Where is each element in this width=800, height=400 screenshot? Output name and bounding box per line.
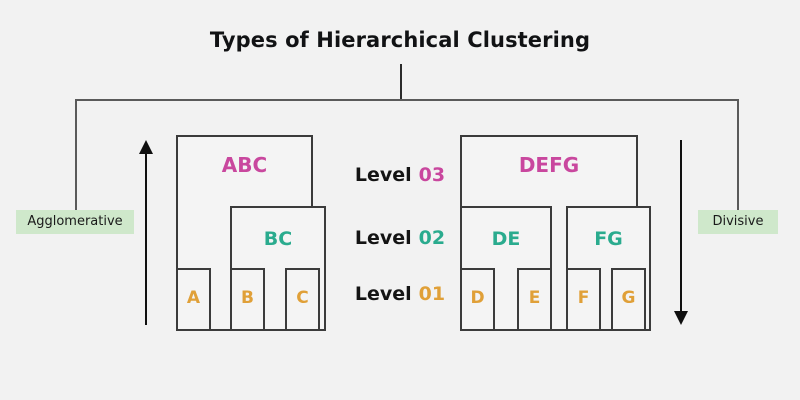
level-word-03: Level [354, 164, 412, 186]
level-row-01: Level 01 [328, 283, 472, 305]
leaf-label-g: G [621, 288, 636, 308]
bracket-right-drop [737, 99, 739, 211]
level-word-02: Level [354, 227, 412, 249]
bracket-left-drop [75, 99, 77, 211]
cluster-label-abc: ABC [221, 153, 268, 177]
level-row-03: Level 03 [328, 164, 472, 186]
leaf-box-a: A [176, 268, 211, 331]
leaf-label-f: F [577, 288, 590, 308]
leaf-label-d: D [470, 288, 485, 308]
leaf-box-b: B [230, 268, 265, 331]
level-row-02: Level 02 [328, 227, 472, 249]
cluster-label-defg: DEFG [518, 153, 580, 177]
leaf-label-a: A [186, 288, 201, 308]
level-number-03: 03 [418, 164, 446, 186]
level-number-01: 01 [418, 283, 446, 305]
level-word-01: Level [354, 283, 412, 305]
page-title: Types of Hierarchical Clustering [209, 28, 591, 52]
leaf-label-c: C [296, 288, 309, 308]
agglomerative-label: Agglomerative [16, 210, 134, 234]
level-number-02: 02 [418, 227, 446, 249]
leaf-label-e: E [528, 288, 541, 308]
divisive-arrow-head [674, 311, 688, 325]
bracket-horizontal [75, 99, 739, 101]
leaf-box-d: D [460, 268, 495, 331]
leaf-box-g: G [611, 268, 646, 331]
divisive-label: Divisive [698, 210, 778, 234]
leaf-box-e: E [517, 268, 552, 331]
leaf-label-b: B [241, 288, 254, 308]
bracket-stem [400, 64, 402, 100]
divisive-arrow-line [680, 140, 682, 313]
leaf-box-f: F [566, 268, 601, 331]
cluster-label-bc: BC [263, 228, 293, 250]
leaf-box-c: C [285, 268, 320, 331]
cluster-label-de: DE [491, 228, 521, 250]
cluster-label-fg: FG [594, 228, 623, 250]
agglomerative-arrow-head [139, 140, 153, 154]
agglomerative-arrow-line [145, 152, 147, 325]
